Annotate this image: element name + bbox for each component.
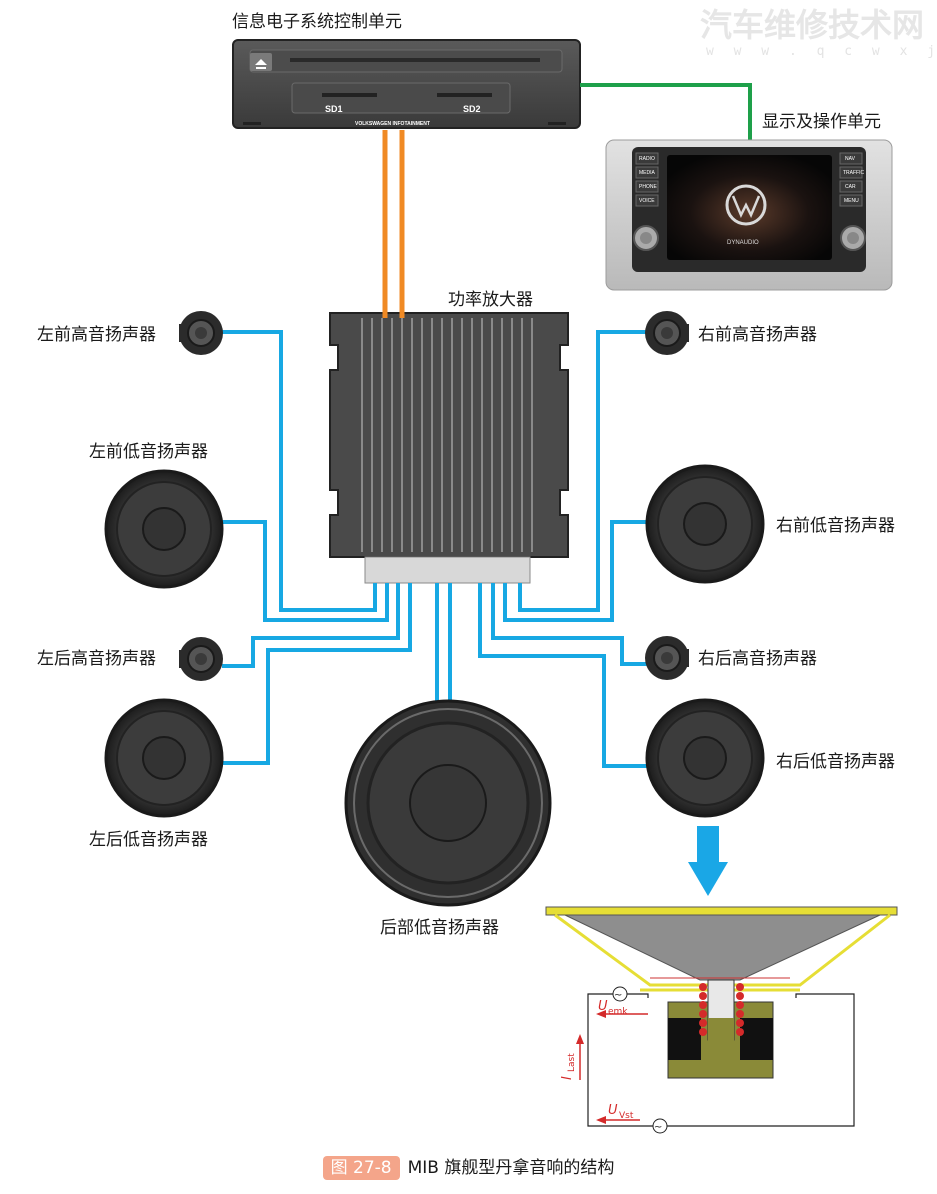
watermark-url: w w w . q c w x j s . c o m — [706, 44, 937, 59]
amplifier-connector — [364, 556, 531, 584]
display-screen-brand: DYNAUDIO — [727, 240, 759, 246]
front-left-tweeter-label: 左前高音扬声器 — [37, 325, 156, 345]
front-right-woofer-label: 右前低音扬声器 — [776, 516, 895, 536]
i-last-symbol: I — [560, 1076, 575, 1080]
display-button-car: CAR — [845, 184, 856, 190]
rear-left-tweeter-label: 左后高音扬声器 — [37, 649, 156, 669]
svg-text:~: ~ — [614, 990, 622, 1001]
rear-right-woofer: 右后低音扬声器 — [645, 698, 895, 818]
rear-left-woofer-label: 左后低音扬声器 — [89, 830, 208, 850]
figure-caption: 图 27-8 MIB 旗舰型丹拿音响的结构 — [0, 1153, 937, 1180]
rear-right-tweeter-label: 右后高音扬声器 — [698, 649, 817, 669]
amplifier: 功率放大器 — [329, 290, 569, 584]
i-last-subscript: Last — [567, 1053, 577, 1072]
u-vst-subscript: Vst — [619, 1111, 634, 1121]
display-button-phone: PHONE — [639, 184, 657, 190]
subwoofer-label: 后部低音扬声器 — [380, 918, 499, 938]
display-button-media: MEDIA — [639, 170, 656, 176]
amplifier-input-wires — [382, 130, 405, 318]
watermark-title: 汽车维修技术网 — [700, 6, 924, 44]
speaker-cross-section: ~ ~ U emk I Last U Vst — [545, 906, 898, 1134]
rear-right-woofer-label: 右后低音扬声器 — [776, 752, 895, 772]
figure-number: 图 27-8 — [322, 1156, 400, 1180]
display-button-radio: RADIO — [639, 156, 655, 162]
svg-text:~: ~ — [654, 1122, 662, 1133]
front-right-tweeter: 右前高音扬声器 — [645, 311, 817, 355]
u-emk-symbol: U — [598, 999, 608, 1014]
display-left-buttons: RADIO MEDIA PHONE VOICE — [635, 152, 659, 207]
display-unit-label: 显示及操作单元 — [762, 112, 881, 132]
rear-left-woofer: 左后低音扬声器 — [89, 698, 224, 850]
display-button-menu: MENU — [844, 198, 859, 204]
front-left-woofer-label: 左前低音扬声器 — [89, 442, 208, 462]
head-unit-brand: VOLKSWAGEN INFOTAINMENT — [355, 121, 430, 127]
figure-title: MIB 旗舰型丹拿音响的结构 — [407, 1158, 615, 1178]
down-arrow-icon — [688, 826, 728, 896]
rear-left-tweeter: 左后高音扬声器 — [37, 637, 223, 681]
display-connection-wire — [580, 83, 752, 142]
display-right-buttons: NAV TRAFFIC CAR MENU — [839, 152, 864, 207]
head-unit: 信息电子系统控制单元 SD1 SD2 VOLKSWAGEN INFOTAINME… — [232, 12, 581, 129]
u-vst-symbol: U — [608, 1103, 618, 1118]
rear-right-tweeter: 右后高音扬声器 — [645, 636, 817, 680]
speaker-wires — [220, 330, 675, 768]
watermark: 汽车维修技术网 w w w . q c w x j s . c o m — [700, 6, 937, 59]
display-button-voice: VOICE — [639, 198, 655, 204]
subwoofer: 后部低音扬声器 — [344, 699, 552, 938]
sd2-slot-label: SD2 — [463, 104, 481, 114]
front-right-woofer: 右前低音扬声器 — [645, 464, 895, 584]
front-left-woofer: 左前低音扬声器 — [89, 442, 224, 589]
front-left-tweeter: 左前高音扬声器 — [37, 311, 223, 355]
amplifier-label: 功率放大器 — [448, 290, 533, 310]
u-emk-subscript: emk — [608, 1007, 628, 1017]
head-unit-label: 信息电子系统控制单元 — [232, 12, 402, 32]
sd1-slot-label: SD1 — [325, 104, 343, 114]
display-button-nav: NAV — [845, 156, 856, 162]
display-button-traffic: TRAFFIC — [843, 170, 864, 176]
front-right-tweeter-label: 右前高音扬声器 — [698, 325, 817, 345]
display-unit: 显示及操作单元 DYNAUDIO RADIO MEDIA PHONE VOICE… — [605, 112, 893, 291]
